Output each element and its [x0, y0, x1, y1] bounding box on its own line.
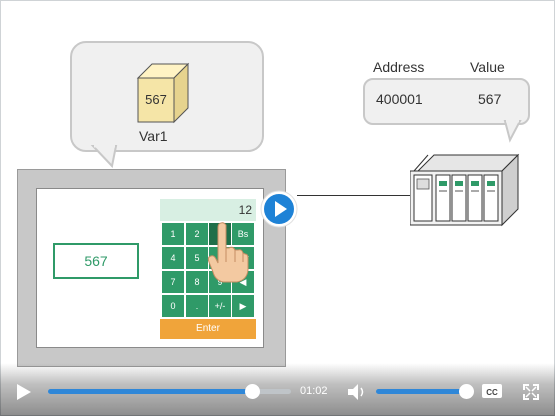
register-value: 567 [478, 91, 502, 107]
closed-captions-icon[interactable]: CC [481, 382, 503, 400]
variable-bubble [70, 41, 264, 152]
plc-callout [363, 78, 530, 125]
key-1[interactable]: 1 [162, 223, 184, 245]
address-header: Address [373, 59, 425, 75]
volume-icon[interactable] [346, 382, 368, 402]
address-value: 400001 [376, 91, 423, 107]
fullscreen-icon[interactable] [521, 382, 541, 402]
key-7[interactable]: 7 [162, 271, 184, 293]
value-header: Value [470, 59, 505, 75]
volume-level [376, 389, 467, 394]
play-circle-icon[interactable] [259, 189, 299, 229]
key-0[interactable]: 0 [162, 295, 184, 317]
key-4[interactable]: 4 [162, 247, 184, 269]
key-2[interactable]: 2 [186, 223, 208, 245]
key-8[interactable]: 8 [186, 271, 208, 293]
key-right-arrow[interactable]: ▶ [232, 295, 254, 317]
cube-value: 567 [145, 92, 167, 107]
numeric-display[interactable]: 567 [53, 243, 139, 279]
connection-line [297, 195, 415, 196]
seek-handle[interactable] [245, 384, 261, 399]
pointing-hand-icon [207, 222, 249, 283]
key-decimal[interactable]: . [186, 295, 208, 317]
keypad-display: 12 [160, 199, 256, 221]
variable-name: Var1 [139, 128, 168, 144]
play-icon[interactable] [15, 382, 33, 402]
volume-handle[interactable] [459, 384, 475, 399]
seek-bar-progress [48, 389, 253, 394]
key-5[interactable]: 5 [186, 247, 208, 269]
enter-key[interactable]: Enter [160, 319, 256, 339]
current-time: 01:02 [300, 385, 328, 397]
plc-device-icon [410, 153, 520, 227]
cube-icon: 567 [136, 62, 190, 124]
key-backspace[interactable]: Bs [232, 223, 254, 245]
svg-text:CC: CC [486, 388, 498, 397]
key-plus-minus[interactable]: +/- [209, 295, 231, 317]
